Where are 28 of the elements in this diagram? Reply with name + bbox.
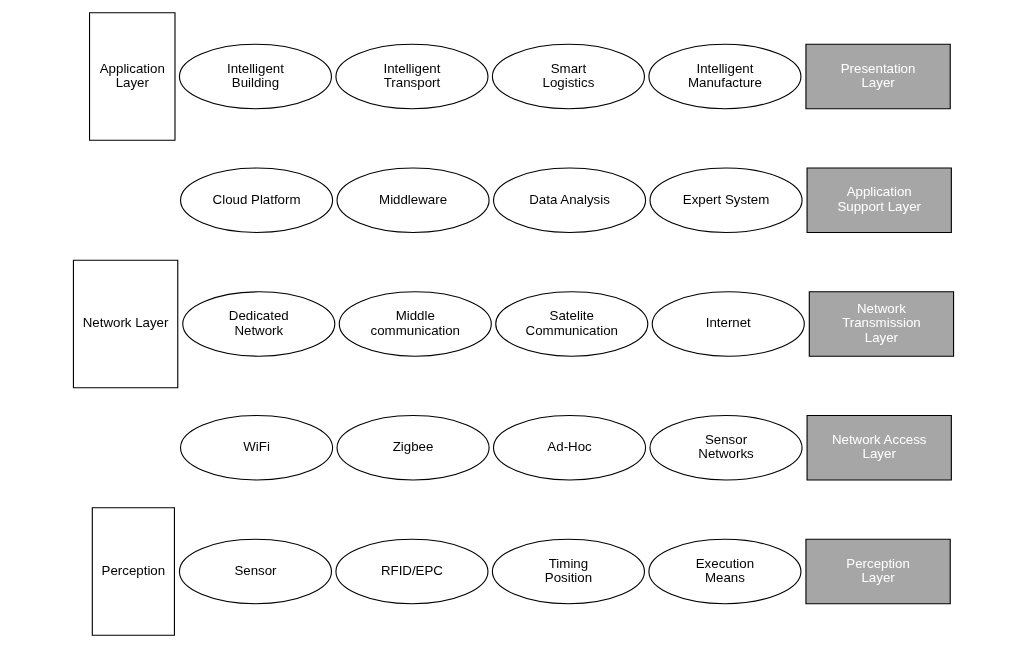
node-box: Network Access Layer xyxy=(806,415,952,481)
node-ellipse: Internet xyxy=(651,291,805,357)
node-ellipse: RFID/EPC xyxy=(334,538,489,605)
node-ellipse: Middleware xyxy=(335,167,490,233)
node-ellipse: Intelligent Building xyxy=(178,43,332,110)
node-ellipse: Intelligent Manufacture xyxy=(647,43,801,110)
node-ellipse: Dedicated Network xyxy=(181,291,335,357)
node-ellipse: Satelite Communication xyxy=(494,291,648,357)
node-box: Network Layer xyxy=(72,259,178,389)
node-box: Presentation Layer xyxy=(804,43,951,110)
node-ellipse: Ad-Hoc xyxy=(492,415,646,481)
node-ellipse: Smart Logistics xyxy=(491,43,645,110)
node-ellipse: Intelligent Transport xyxy=(334,43,489,110)
node-box: Network Transmission Layer xyxy=(808,291,954,357)
node-ellipse: Timing Position xyxy=(491,538,645,605)
node-ellipse: Middle communication xyxy=(338,291,492,357)
node-ellipse: Expert System xyxy=(648,167,803,233)
node-box: Perception Layer xyxy=(804,538,951,605)
node-ellipse: Execution Means xyxy=(647,538,801,605)
node-box: Application Layer xyxy=(88,12,176,141)
node-box: Application Support Layer xyxy=(806,167,952,233)
node-ellipse: Sensor xyxy=(178,538,332,605)
node-ellipse: Sensor Networks xyxy=(648,415,803,481)
node-ellipse: WiFi xyxy=(179,415,333,481)
node-box: Perception xyxy=(91,507,175,636)
node-ellipse: Data Analysis xyxy=(492,167,646,233)
node-ellipse: Zigbee xyxy=(335,415,490,481)
node-ellipse: Cloud Platform xyxy=(179,167,333,233)
